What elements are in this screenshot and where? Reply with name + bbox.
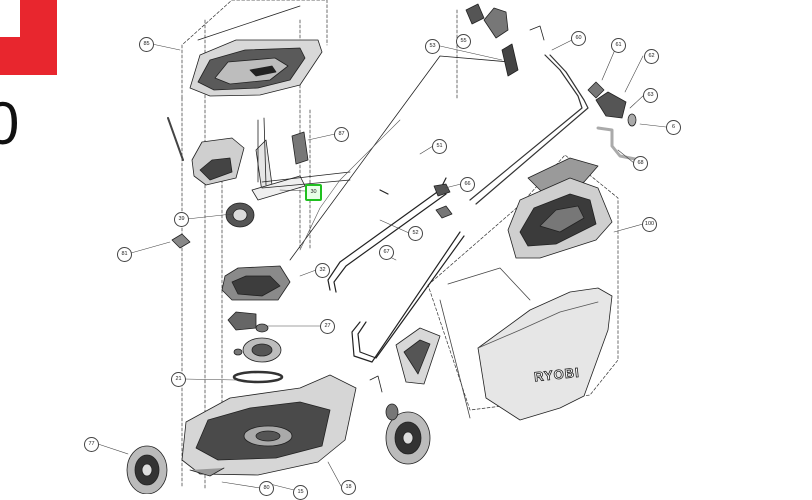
corner-notch bbox=[0, 0, 20, 37]
callout-68: 68 bbox=[633, 156, 648, 171]
callout-53: 53 bbox=[425, 39, 440, 54]
callout-63: 63 bbox=[643, 88, 658, 103]
callout-67: 67 bbox=[379, 245, 394, 260]
callout-32: 32 bbox=[315, 263, 330, 278]
mower-deck-part bbox=[181, 374, 357, 477]
callout-85: 85 bbox=[139, 37, 154, 52]
leader-lines bbox=[97, 39, 667, 491]
grass-box-parts bbox=[395, 157, 613, 421]
small-hardware-parts bbox=[171, 3, 642, 393]
callout-39: 39 bbox=[174, 212, 189, 227]
callout-52: 52 bbox=[408, 226, 423, 241]
callout-87: 87 bbox=[334, 127, 349, 142]
callout-62: 62 bbox=[644, 49, 659, 64]
callout-21: 21 bbox=[171, 372, 186, 387]
callout-27: 27 bbox=[320, 319, 335, 334]
corner-digit: 0 bbox=[0, 90, 20, 157]
motor-assembly-part bbox=[221, 202, 291, 384]
callout-60: 60 bbox=[571, 31, 586, 46]
callout-6: 6 bbox=[666, 120, 681, 135]
callout-66: 66 bbox=[460, 177, 475, 192]
callout-100: 100 bbox=[642, 217, 657, 232]
shroud-part bbox=[189, 5, 323, 97]
callout-51: 51 bbox=[432, 139, 447, 154]
callout-77: 77 bbox=[84, 437, 99, 452]
switch-box-part bbox=[167, 117, 351, 201]
callout-30: 30 bbox=[305, 184, 322, 201]
callout-55: 55 bbox=[456, 34, 471, 49]
callout-81: 81 bbox=[117, 247, 132, 262]
callout-61: 61 bbox=[611, 38, 626, 53]
callout-15: 15 bbox=[293, 485, 308, 500]
wheel-parts bbox=[126, 403, 431, 494]
callout-18: 18 bbox=[341, 480, 356, 495]
